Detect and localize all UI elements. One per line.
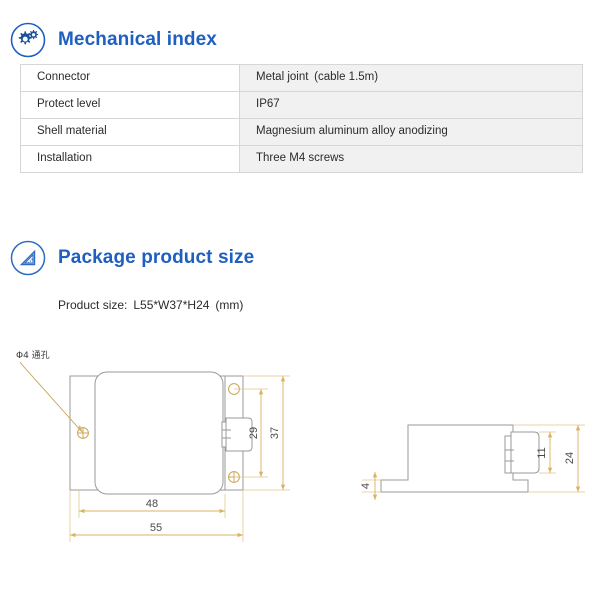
table-cell-value: Magnesium aluminum alloy anodizing	[239, 118, 583, 146]
dimension-29: 29	[234, 388, 268, 478]
front-view: Φ4 通孔 48 55 29	[16, 350, 290, 542]
section-header-mechanical-index: Mechanical index	[8, 20, 217, 60]
gears-icon	[10, 22, 46, 58]
dimension-37: 37	[243, 375, 290, 491]
table-row: Protect level IP67	[20, 91, 583, 119]
dimension-label-11: 11	[536, 447, 548, 458]
dimension-24: 24	[513, 424, 585, 493]
connector-detail	[221, 417, 253, 452]
dimension-48: 48	[78, 490, 226, 518]
dimension-label-29: 29	[248, 427, 260, 439]
through-hole-note: Φ4 通孔	[16, 350, 50, 361]
drawing-canvas: Φ4 通孔 48 55 29	[16, 350, 585, 542]
dimension-4: 4	[360, 472, 381, 500]
table-row: Connector Metal joint (cable 1.5m)	[20, 64, 583, 92]
technical-drawing: Φ4 通孔 48 55 29	[0, 340, 600, 590]
dimension-55: 55	[69, 490, 244, 542]
connector-detail	[504, 431, 540, 474]
table-row: Shell material Magnesium aluminum alloy …	[20, 118, 583, 146]
table-row: Installation Three M4 screws	[20, 145, 583, 173]
section-title-package-product-size: Package product size	[58, 247, 255, 268]
dimension-label-24: 24	[564, 452, 576, 464]
section-title-mechanical-index: Mechanical index	[58, 29, 217, 50]
side-view: 4 11 24	[360, 424, 585, 500]
table-cell-key: Connector	[20, 64, 240, 92]
mechanical-index-table: Connector Metal joint (cable 1.5m) Prote…	[20, 64, 583, 173]
table-cell-key: Installation	[20, 145, 240, 173]
dimension-label-48: 48	[146, 498, 158, 510]
product-size-label: Product size: L55*W37*H24 (mm)	[58, 298, 244, 312]
table-cell-value: Three M4 screws	[239, 145, 583, 173]
through-hole-callout: Φ4 通孔	[16, 350, 84, 434]
table-cell-value: IP67	[239, 91, 583, 119]
dimension-label-4: 4	[360, 483, 372, 489]
set-square-ruler-icon	[10, 240, 46, 276]
dimension-label-55: 55	[150, 522, 162, 534]
section-header-package-product-size: Package product size	[8, 238, 254, 278]
table-cell-key: Shell material	[20, 118, 240, 146]
table-body: Connector Metal joint (cable 1.5m) Prote…	[20, 64, 583, 173]
table-cell-key: Protect level	[20, 91, 240, 119]
table-cell-value: Metal joint (cable 1.5m)	[239, 64, 583, 92]
dimension-label-37: 37	[269, 427, 281, 439]
dimension-11: 11	[536, 431, 556, 474]
